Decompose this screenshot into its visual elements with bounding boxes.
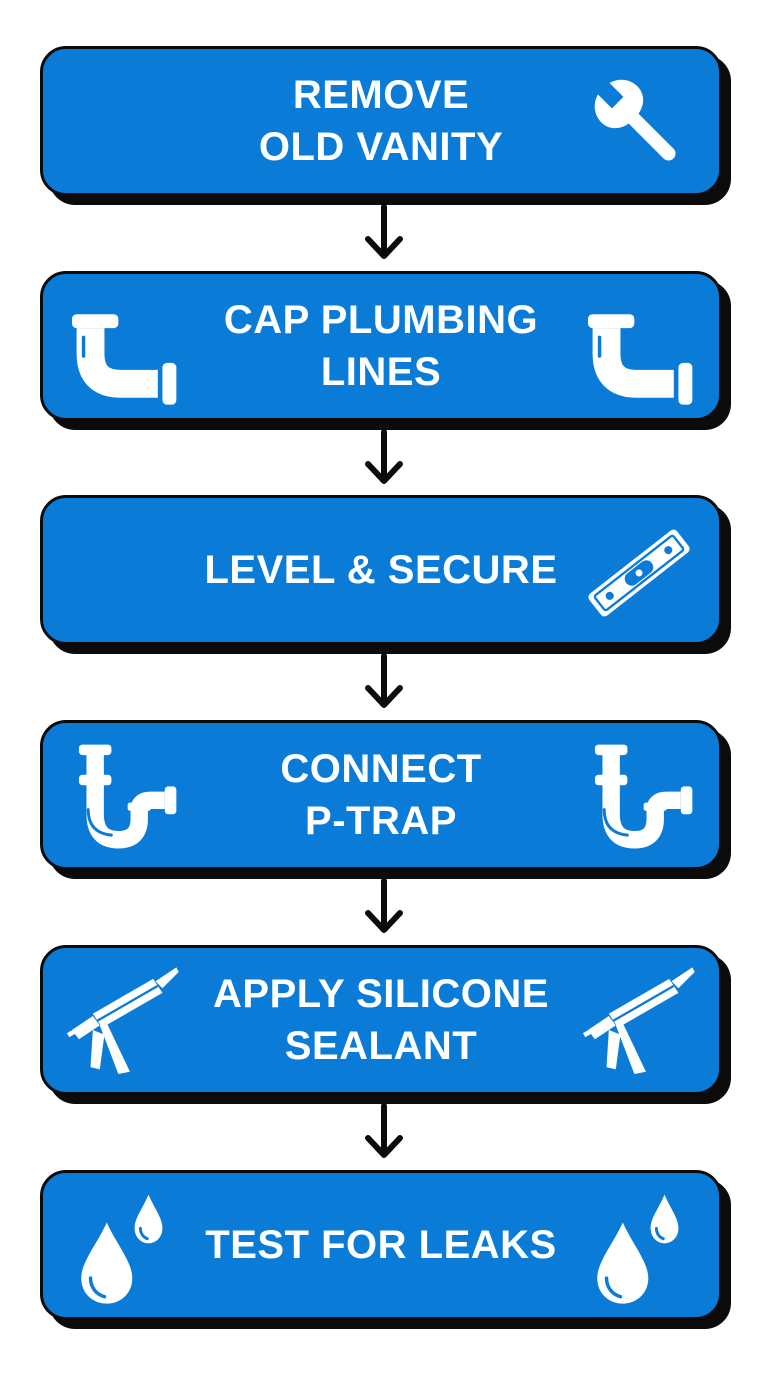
- step-label-line-1: APPLY SILICONE: [213, 972, 549, 1016]
- p-trap-icon: [65, 740, 181, 856]
- step-label: CAP PLUMBING LINES: [193, 274, 569, 418]
- flow-arrow: [356, 430, 412, 488]
- flow-arrow: [356, 205, 412, 263]
- step-label: REMOVE OLD VANITY: [193, 49, 569, 193]
- p-trap-icon: [581, 740, 697, 856]
- pipe-elbow-icon: [65, 291, 181, 407]
- step-label-line-2: SEALANT: [284, 1024, 478, 1068]
- step-label-line-1: CONNECT: [280, 747, 482, 791]
- wrench-icon: [581, 66, 697, 182]
- step-label: TEST FOR LEAKS: [193, 1173, 569, 1317]
- step-apply-silicone-sealant: APPLY SILICONE SEALANT: [40, 945, 722, 1095]
- step-label-line-2: LINES: [320, 350, 442, 394]
- caulk-gun-icon: [65, 965, 181, 1081]
- step-label-line-1: LEVEL & SECURE: [204, 548, 558, 592]
- flow-arrow: [356, 654, 412, 712]
- caulk-gun-icon: [581, 965, 697, 1081]
- water-drops-icon: [581, 1190, 697, 1306]
- step-label-line-2: OLD VANITY: [258, 125, 504, 169]
- pipe-elbow-icon: [581, 291, 697, 407]
- spirit-level-icon: [581, 515, 697, 631]
- step-label: APPLY SILICONE SEALANT: [193, 948, 569, 1092]
- flow-arrow: [356, 1104, 412, 1162]
- step-label: CONNECT P-TRAP: [193, 723, 569, 867]
- step-label-line-1: CAP PLUMBING: [223, 298, 539, 342]
- step-test-for-leaks: TEST FOR LEAKS: [40, 1170, 722, 1320]
- flow-arrow: [356, 879, 412, 937]
- water-drops-icon: [65, 1190, 181, 1306]
- step-label: LEVEL & SECURE: [193, 498, 569, 642]
- step-connect-p-trap: CONNECT P-TRAP: [40, 720, 722, 870]
- step-label-line-1: TEST FOR LEAKS: [205, 1223, 557, 1267]
- step-level-and-secure: LEVEL & SECURE: [40, 495, 722, 645]
- step-cap-plumbing-lines: CAP PLUMBING LINES: [40, 271, 722, 421]
- step-remove-old-vanity: REMOVE OLD VANITY: [40, 46, 722, 196]
- step-label-line-1: REMOVE: [292, 73, 470, 117]
- step-label-line-2: P-TRAP: [305, 799, 457, 843]
